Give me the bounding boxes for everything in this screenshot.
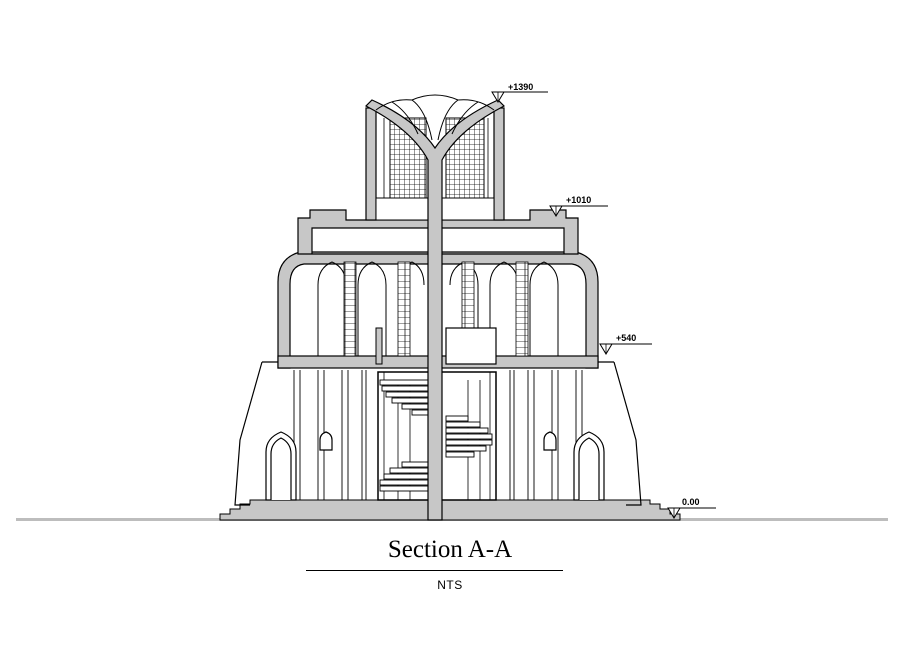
level-marker-1390: +1390 bbox=[491, 82, 548, 103]
drawing-scale: NTS bbox=[437, 578, 463, 592]
level-label-1010: +1010 bbox=[566, 195, 591, 205]
title-underline bbox=[306, 570, 563, 571]
arch-niches bbox=[265, 431, 605, 501]
stair-head-box bbox=[445, 327, 497, 365]
middle-floor-shell bbox=[277, 251, 599, 369]
level-label-1390: +1390 bbox=[508, 82, 533, 92]
level-marker-1010: +1010 bbox=[549, 195, 608, 217]
central-column bbox=[364, 99, 506, 521]
level-label-540: +540 bbox=[616, 333, 636, 343]
level-marker-000: 0.00 bbox=[667, 497, 716, 519]
drawing-title: Section A-A bbox=[387, 536, 513, 563]
upper-terrace bbox=[297, 209, 579, 255]
stepped-base bbox=[219, 499, 681, 521]
level-label-000: 0.00 bbox=[682, 497, 700, 507]
level-marker-540: +540 bbox=[599, 333, 652, 355]
lotus-roof bbox=[375, 94, 495, 141]
stair-landing-left bbox=[375, 327, 383, 365]
spiral-stair-treads bbox=[379, 379, 493, 492]
